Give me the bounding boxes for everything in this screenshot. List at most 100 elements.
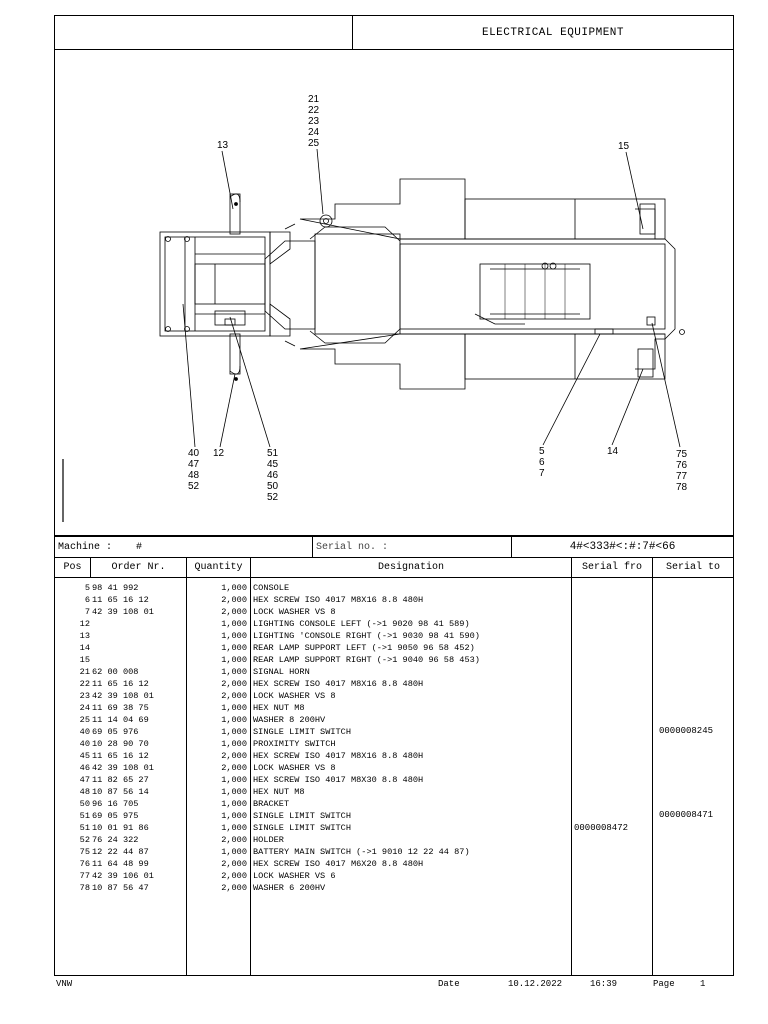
row-quantity: 1,000 [221,631,247,641]
row-quantity: 1,000 [221,715,247,725]
row-designation: LOCK WASHER VS 8 [253,607,336,617]
row-quantity: 1,000 [221,799,247,809]
row-quantity: 1,000 [221,619,247,629]
row-designation: SINGLE LIMIT SWITCH [253,811,351,821]
row-quantity: 1,000 [221,811,247,821]
svg-text:77: 77 [676,471,688,482]
row-designation: LIGHTING 'CONSOLE RIGHT (->1 9030 98 41 … [253,631,480,641]
column-serial-to: Serial to [665,562,720,573]
row-designation: REAR LAMP SUPPORT RIGHT (->1 9040 96 58 … [253,655,480,665]
row-pos: 14 [79,643,90,653]
row-quantity: 1,000 [221,775,247,785]
row-order-number: 76 24 322 [92,835,139,845]
row-pos: 22 [79,679,90,689]
row-pos: 45 [79,751,90,761]
row-pos: 25 [79,715,90,725]
callout-12: 12 [213,448,225,459]
svg-text:78: 78 [676,482,688,493]
row-order-number: 11 14 04 69 [92,715,149,725]
svg-text:23: 23 [308,116,320,127]
row-pos: 23 [79,691,90,701]
row-quantity: 1,000 [221,703,247,713]
row-designation: HEX SCREW ISO 4017 M6X20 8.8 480H [253,859,424,869]
row-designation: LIGHTING CONSOLE LEFT (->1 9020 98 41 58… [253,619,470,629]
svg-text:45: 45 [267,459,279,470]
machine-code: 4#<333#<:#:7#<66 [569,541,676,553]
row-quantity: 2,000 [221,607,247,617]
row-pos: 46 [79,763,90,773]
row-quantity: 1,000 [221,739,247,749]
row-pos: 51 [79,811,90,821]
row-order-number: 11 65 16 12 [92,595,149,605]
callout-75: 75 [676,449,688,460]
row-pos: 75 [79,847,90,857]
divider [90,558,91,578]
column-pos: Pos [63,562,82,573]
row-order-number: 10 01 91 86 [92,823,149,833]
row-quantity: 1,000 [221,667,247,677]
row-designation: HEX SCREW ISO 4017 M8X30 8.8 480H [253,775,424,785]
row-designation: HEX SCREW ISO 4017 M8X16 8.8 480H [253,751,424,761]
row-designation: CONSOLE [253,583,290,593]
divider [186,558,187,976]
machine-cell: Machine : # [55,537,313,557]
machine-label: Machine : [58,542,113,553]
row-order-number: 11 65 16 12 [92,679,149,689]
svg-text:50: 50 [267,481,279,492]
row-quantity: 2,000 [221,835,247,845]
svg-text:22: 22 [308,105,320,116]
row-pos: 51 [79,823,90,833]
footer-page-number: 1 [700,979,706,989]
row-quantity: 2,000 [221,679,247,689]
row-order-number: 62 00 008 [92,667,139,677]
serial-no-label: Serial no. : [313,537,512,557]
callout-51: 51 [267,448,279,459]
svg-text:24: 24 [308,127,320,138]
row-order-number: 42 39 108 01 [92,691,154,701]
row-pos: 40 [79,727,90,737]
serial-to-2: 0000008471 [659,810,714,820]
svg-text:46: 46 [267,470,279,481]
svg-text:6: 6 [539,457,545,468]
callout-40: 40 [188,448,200,459]
row-quantity: 1,000 [221,847,247,857]
row-pos: 77 [79,871,90,881]
row-pos: 78 [79,883,90,893]
machine-value: # [136,542,143,553]
serial-to-1: 0000008245 [659,726,714,736]
row-quantity: 1,000 [221,583,247,593]
footer-origin: VNW [56,979,73,989]
column-order: Order Nr. [111,562,166,573]
row-pos: 52 [79,835,90,845]
row-designation: LOCK WASHER VS 8 [253,691,336,701]
row-quantity: 1,000 [221,727,247,737]
divider [250,558,251,976]
svg-text:25: 25 [308,138,320,149]
document-header: ELECTRICAL EQUIPMENT [54,15,734,50]
row-order-number: 12 22 44 87 [92,847,149,857]
divider [571,558,572,976]
row-pos: 7 [84,607,90,617]
row-designation: HEX NUT M8 [253,787,305,797]
row-order-number: 69 05 975 [92,811,139,821]
row-order-number: 11 69 38 75 [92,703,149,713]
